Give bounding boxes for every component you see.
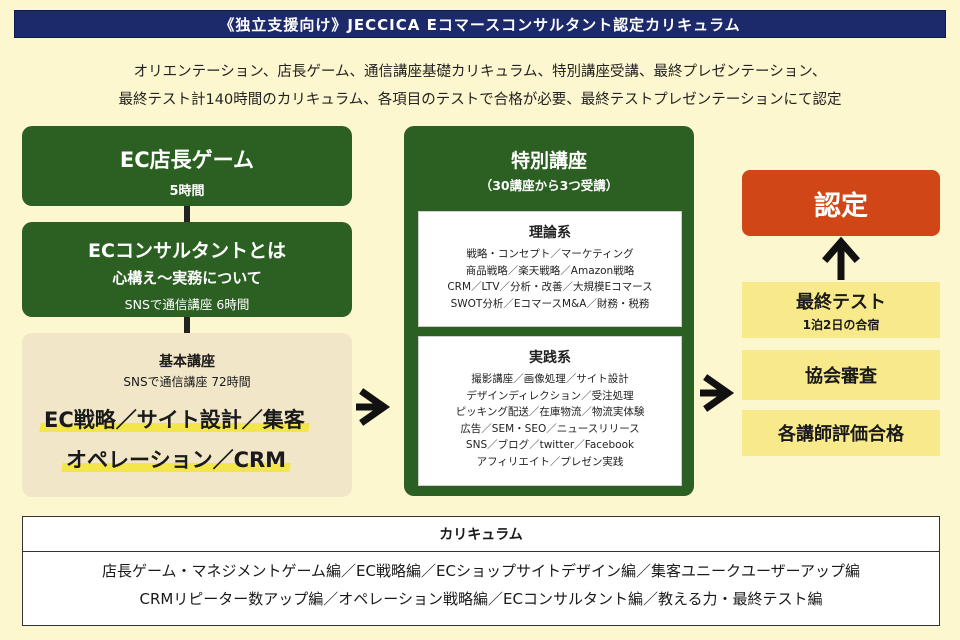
- association-review-box: 協会審査: [742, 350, 940, 400]
- basic-highlight-2: オペレーション／CRM: [61, 444, 291, 474]
- intro-line-2: 最終テスト計140時間のカリキュラム、各項目のテストで合格が必要、最終テストプレ…: [118, 92, 842, 108]
- practice-line: 撮影講座／画像処理／サイト設計: [471, 373, 629, 385]
- consultant-subtitle: 心構え～実務について: [112, 269, 262, 287]
- basic-title: 基本講座: [159, 354, 215, 370]
- connector-line-2: [184, 317, 190, 333]
- consultant-detail: SNSで通信講座 6時間: [124, 297, 250, 312]
- header-title: 《独立支援向け》JECCICA Eコマースコンサルタント認定カリキュラム: [219, 15, 741, 34]
- practice-title: 実践系: [529, 350, 571, 366]
- theory-title: 理論系: [529, 225, 571, 241]
- curriculum-table: カリキュラム 店長ゲーム・マネジメントゲーム編／EC戦略編／ECショップサイトデ…: [22, 516, 940, 626]
- association-review-label: 協会審査: [805, 366, 877, 387]
- final-test-title: 最終テスト: [796, 292, 886, 313]
- theory-line: CRM／LTV／分析・改善／大規模Eコマース: [447, 281, 653, 293]
- special-subtitle: （30講座から3つ受講）: [479, 178, 619, 193]
- page-header: 《独立支援向け》JECCICA Eコマースコンサルタント認定カリキュラム: [14, 10, 946, 38]
- theory-line: 戦略・コンセプト／マーケティング: [466, 248, 634, 260]
- practice-box: 実践系 撮影講座／画像処理／サイト設計 デザインディレクション／受注処理 ピッキ…: [418, 336, 682, 486]
- theory-line: 商品戦略／楽天戦略／Amazon戦略: [465, 264, 635, 277]
- special-title: 特別講座: [510, 150, 587, 172]
- basic-detail: SNSで通信講座 72時間: [123, 375, 251, 389]
- consultant-title: ECコンサルタントとは: [88, 240, 286, 262]
- arrow-right-icon: [700, 374, 735, 412]
- theory-box: 理論系 戦略・コンセプト／マーケティング 商品戦略／楽天戦略／Amazon戦略 …: [418, 211, 682, 327]
- lecturer-pass-box: 各講師評価合格: [742, 410, 940, 456]
- curriculum-line-2: CRMリピーター数アップ編／オペレーション戦略編／ECコンサルタント編／教える力…: [139, 590, 823, 608]
- basic-highlight-1-text: EC戦略／サイト設計／集客: [44, 408, 305, 432]
- curriculum-heading: カリキュラム: [23, 517, 939, 552]
- consultant-intro-box: ECコンサルタントとは 心構え～実務について SNSで通信講座 6時間: [22, 222, 352, 317]
- curriculum-line-1: 店長ゲーム・マネジメントゲーム編／EC戦略編／ECショップサイトデザイン編／集客…: [101, 562, 861, 580]
- intro-line-1: オリエンテーション、店長ゲーム、通信講座基礎カリキュラム、特別講座受講、最終プレ…: [133, 64, 827, 80]
- final-test-detail: 1泊2日の合宿: [802, 318, 880, 332]
- ec-game-title: EC店長ゲーム: [119, 148, 255, 172]
- lecturer-pass-label: 各講師評価合格: [778, 424, 904, 445]
- arrow-up-icon: [822, 236, 860, 280]
- practice-line: 広告／SEM・SEO／ニュースリリース: [460, 422, 640, 435]
- special-course-box: 特別講座 （30講座から3つ受講） 理論系 戦略・コンセプト／マーケティング 商…: [404, 126, 694, 496]
- certification-label: 認定: [814, 190, 868, 222]
- ec-game-box: EC店長ゲーム 5時間: [22, 126, 352, 206]
- certification-box: 認定: [742, 170, 940, 236]
- basic-highlight-1: EC戦略／サイト設計／集客: [39, 404, 310, 434]
- arrow-right-icon: [356, 388, 391, 426]
- practice-line: アフィリエイト／プレゼン実践: [476, 455, 624, 468]
- curriculum-body: 店長ゲーム・マネジメントゲーム編／EC戦略編／ECショップサイトデザイン編／集客…: [23, 557, 939, 613]
- ec-game-hours: 5時間: [169, 184, 205, 199]
- final-test-box: 最終テスト 1泊2日の合宿: [742, 282, 940, 338]
- practice-line: SNS／ブログ／twitter／Facebook: [465, 439, 635, 451]
- theory-line: SWOT分析／EコマースM&A／財務・税務: [450, 297, 650, 310]
- practice-line: デザインディレクション／受注処理: [466, 389, 634, 402]
- connector-line-1: [184, 206, 190, 222]
- basic-highlight-2-text: オペレーション／CRM: [66, 448, 287, 472]
- practice-line: ピッキング配送／在庫物流／物流実体験: [455, 406, 645, 418]
